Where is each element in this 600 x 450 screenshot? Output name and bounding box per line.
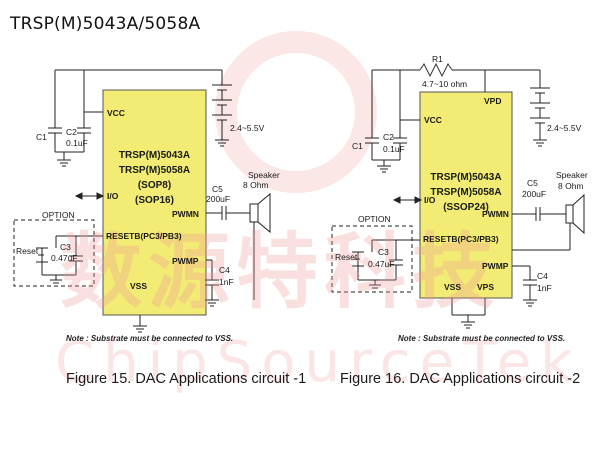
chip-label-2: TRSP(M)5043A TRSP(M)5058A (SSOP24) <box>420 170 512 215</box>
part-c1-1: C1 <box>36 132 47 142</box>
part-r1-2: R1 <box>432 54 443 64</box>
watermark-logo-icon <box>215 31 377 193</box>
part-r1-val-2: 4.7~10 ohm <box>422 79 468 89</box>
chip-line-2: TRSP(M)5058A <box>430 187 502 198</box>
chip-line-3: (SSOP24) <box>443 202 489 213</box>
part-c5-2: C5 <box>527 178 538 188</box>
pin-resetb-1: RESETB(PC3/PB3) <box>106 231 182 241</box>
pin-io-2: I/O <box>424 195 436 205</box>
reset-label-2: Reset <box>335 252 358 262</box>
pin-pwmn-1: PWMN <box>172 209 199 219</box>
speaker-ohm-2: 8 Ohm <box>558 181 584 191</box>
option-box-2 <box>331 225 413 293</box>
part-c2-1: C2 <box>66 127 77 137</box>
pin-vss-2: VSS <box>444 282 462 292</box>
figure-15-schematic <box>13 69 271 333</box>
chip-line-4: (SOP16) <box>135 195 174 206</box>
part-c4-1: C4 <box>219 265 230 275</box>
pin-vcc-2: VCC <box>424 115 442 125</box>
figure-caption-2: Figure 16. DAC Applications circuit -2 <box>340 371 581 387</box>
pin-pwmn-2: PWMN <box>482 209 509 219</box>
part-c5-val-2: 200uF <box>522 189 547 199</box>
chip-body-1 <box>102 89 207 316</box>
page-title: TRSP(M)5043A/5058A <box>10 14 201 34</box>
part-c1-2: C1 <box>352 141 363 151</box>
chip-label-1: TRSP(M)5043A TRSP(M)5058A (SOP8) (SOP16) <box>103 148 206 208</box>
speaker-icon-1 <box>249 203 259 223</box>
part-c2-val-2: 0.1uF <box>383 144 405 154</box>
part-c2-val-1: 0.1uF <box>66 138 88 148</box>
part-c5-1: C5 <box>212 184 223 194</box>
chip-line-1: TRSP(M)5043A <box>430 172 502 183</box>
part-c3-2: C3 <box>378 247 389 257</box>
pin-resetb-2: RESETB(PC3/PB3) <box>423 234 499 244</box>
figure-caption-1: Figure 15. DAC Applications circuit -1 <box>66 371 307 387</box>
part-c4-2: C4 <box>537 271 548 281</box>
pin-vss-1: VSS <box>130 281 148 291</box>
pin-io-1: I/O <box>107 191 119 201</box>
pin-vcc-1: VCC <box>107 108 125 118</box>
chip-line-2: TRSP(M)5058A <box>118 165 191 176</box>
speaker-label-2: Speaker <box>556 170 588 180</box>
battery-voltage-1: 2.4~5.5V <box>230 123 265 133</box>
pin-pwmp-1: PWMP <box>172 256 199 266</box>
part-c4-val-1: 1nF <box>219 277 234 287</box>
note-2: Note : Substrate must be connected to VS… <box>398 334 566 343</box>
option-box-1 <box>13 219 95 287</box>
chip-line-3: (SOP8) <box>137 180 172 191</box>
chip-line-1: TRSP(M)5043A <box>118 150 191 161</box>
figure-16-schematic <box>331 62 585 329</box>
pin-vpd-2: VPD <box>484 96 502 106</box>
part-c5-val-1: 200uF <box>206 194 231 204</box>
speaker-ohm-1: 8 Ohm <box>243 180 269 190</box>
part-c3-1: C3 <box>60 242 71 252</box>
chip-body-2 <box>419 91 513 299</box>
part-c2-2: C2 <box>383 132 394 142</box>
reset-label-1: Reset <box>16 246 39 256</box>
battery-voltage-2: 2.4~5.5V <box>547 123 582 133</box>
speaker-label-1: Speaker <box>248 170 280 180</box>
pin-pwmp-2: PWMP <box>482 261 509 271</box>
note-1: Note : Substrate must be connected to VS… <box>66 334 234 343</box>
speaker-icon-2 <box>565 204 574 224</box>
option-label-1: OPTION <box>42 210 75 220</box>
part-c3-val-1: 0.47uF <box>51 253 78 263</box>
part-c3-val-2: 0.47uF <box>368 259 395 269</box>
option-label-2: OPTION <box>358 214 391 224</box>
part-c4-val-2: 1nF <box>537 283 552 293</box>
pin-vps-2: VPS <box>477 282 495 292</box>
